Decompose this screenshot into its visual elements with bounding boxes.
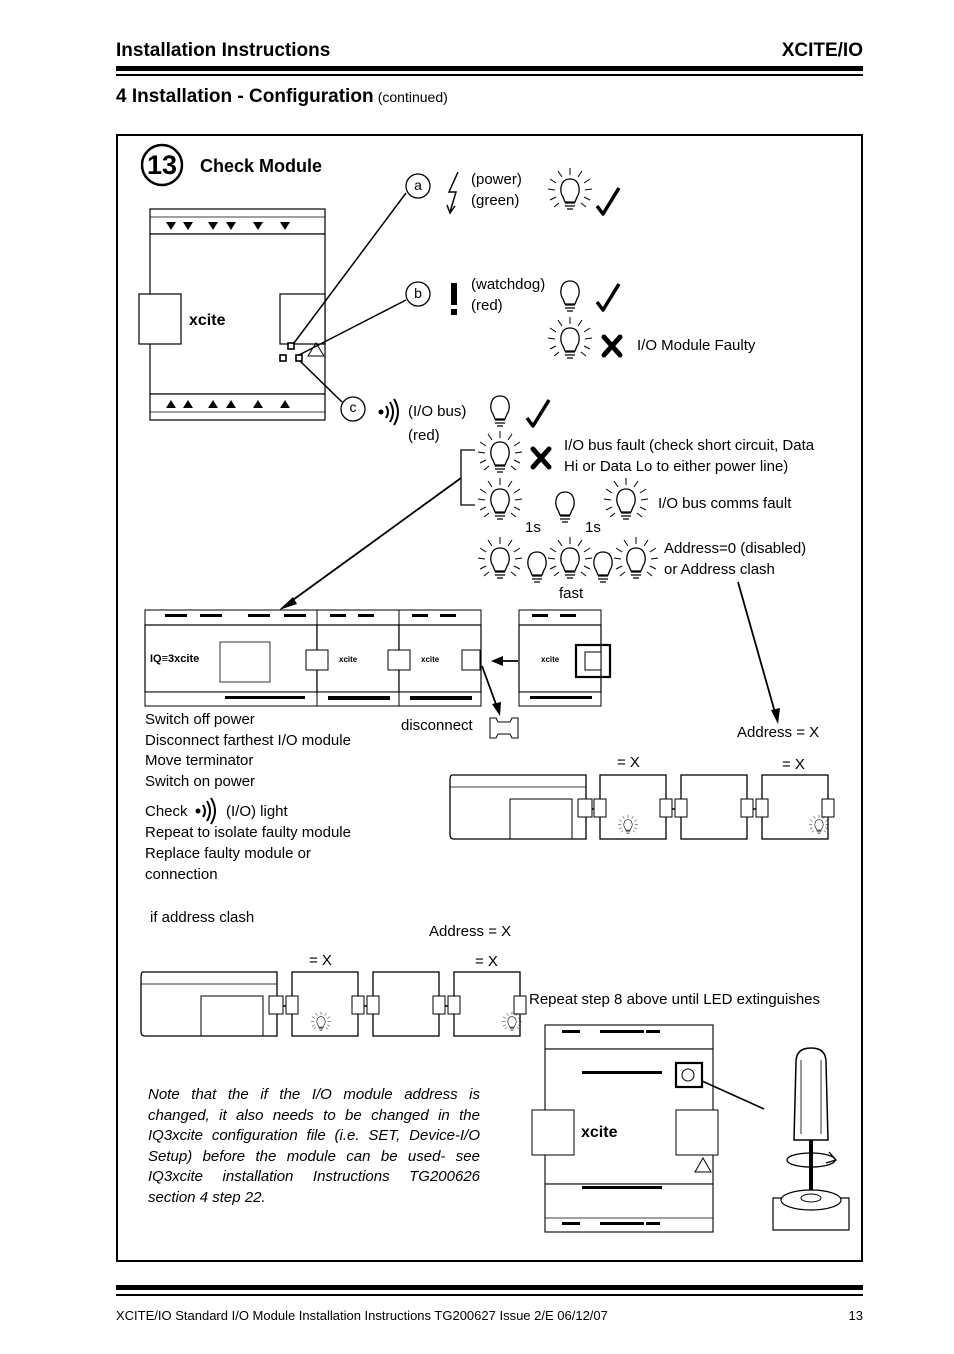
address-mark: = X	[475, 953, 498, 970]
tick-icon	[595, 186, 621, 216]
header-product: XCITE/IO	[781, 40, 863, 61]
lit-bulb-icon	[548, 317, 592, 358]
tick-icon	[595, 282, 621, 312]
footer-text: XCITE/IO Standard I/O Module Installatio…	[116, 1308, 608, 1323]
module-drawing	[138, 208, 326, 421]
address-equals-x: Address = X	[737, 724, 820, 741]
check-light-label: (I/O) light	[226, 803, 288, 820]
callout-b: b	[414, 285, 422, 301]
watchdog-colour: (red)	[471, 297, 503, 314]
page-number: 13	[848, 1308, 863, 1323]
iobus-comms-fault: I/O bus comms fault	[658, 495, 792, 512]
footer-rule-thin	[116, 1294, 863, 1296]
procedure-line: Repeat to isolate faulty module	[145, 824, 351, 841]
lightning-icon	[446, 171, 459, 215]
power-colour: (green)	[471, 192, 520, 209]
signal-icon	[377, 398, 399, 426]
procedure-line: Move terminator	[145, 752, 254, 769]
lit-bulb-icon	[548, 537, 592, 578]
header-title: Installation Instructions	[116, 40, 331, 61]
module-logo: xcite	[581, 1124, 618, 1141]
iobus-colour: (red)	[408, 427, 440, 444]
lit-bulb-icon	[614, 537, 658, 578]
exclamation-icon	[451, 283, 457, 305]
module-faulty-label: I/O Module Faulty	[637, 337, 756, 354]
tick-icon	[525, 398, 551, 428]
step-frame	[116, 134, 863, 1262]
cross-icon	[604, 337, 620, 355]
iobus-label: (I/O bus)	[408, 403, 467, 420]
address-equals-x: Address = X	[429, 923, 512, 940]
module-chain-1	[449, 774, 835, 840]
procedure-line: Switch off power	[145, 711, 255, 728]
repeat-step-label: Repeat step 8 above until LED extinguish…	[529, 991, 821, 1008]
controller-logo: IQ≡3xcite	[150, 653, 200, 665]
module-logo: xcite	[189, 312, 226, 329]
bulb-icon	[593, 551, 613, 583]
if-address-clash: if address clash	[150, 909, 255, 926]
procedure-line: connection	[145, 866, 218, 883]
address-zero-line1: Address=0 (disabled)	[664, 540, 807, 557]
module-logo-small: xcite	[421, 655, 440, 664]
lit-bulb-icon	[478, 537, 522, 578]
bulb-icon	[527, 551, 547, 583]
disconnect-label: disconnect	[401, 717, 473, 734]
bulb-icon	[490, 395, 510, 427]
address-zero-line2: or Address clash	[664, 561, 775, 578]
screwdriver-icon	[772, 1047, 850, 1231]
timing-1s: 1s	[525, 519, 541, 536]
procedure-line: Switch on power	[145, 773, 256, 790]
step-number-circle	[140, 143, 184, 187]
procedure-line: Disconnect farthest I/O module	[145, 732, 351, 749]
address-mark: = X	[617, 754, 640, 771]
signal-icon	[194, 797, 216, 825]
module-logo-small: xcite	[541, 655, 560, 664]
address-module	[531, 1024, 719, 1233]
iobus-fault-line1: I/O bus fault (check short circuit, Data	[564, 437, 815, 454]
header-rule	[116, 66, 863, 71]
watchdog-label: (watchdog)	[471, 276, 546, 293]
module-chain-2	[140, 971, 527, 1037]
module-row	[144, 609, 612, 707]
lit-bulb-icon	[478, 431, 522, 472]
lit-bulb-icon	[548, 168, 592, 209]
iobus-fault-line2: Hi or Data Lo to either power line)	[564, 458, 789, 475]
step-title: Check Module	[200, 156, 323, 176]
procedure-line: Replace faulty module or	[145, 845, 311, 862]
callout-a: a	[414, 177, 422, 193]
step-number: 13	[146, 150, 178, 180]
cross-icon	[533, 449, 549, 467]
bulb-icon	[555, 491, 575, 523]
lit-bulb-icon	[604, 478, 648, 519]
power-label: (power)	[471, 171, 522, 188]
timing-1s: 1s	[585, 519, 601, 536]
address-mark: = X	[309, 952, 332, 969]
check-label: Check	[145, 803, 188, 820]
address-change-note: Note that the if the I/O module address …	[148, 1086, 480, 1206]
lit-bulb-icon	[478, 478, 522, 519]
module-logo-small: xcite	[339, 655, 358, 664]
section-heading: 4 Installation - Configuration (continue…	[116, 86, 448, 107]
address-mark: = X	[782, 756, 805, 773]
footer-rule	[116, 1285, 863, 1290]
bulb-icon	[560, 280, 580, 312]
fast-label: fast	[559, 585, 584, 602]
callout-c: c	[349, 399, 357, 415]
header-rule-thin	[116, 74, 863, 76]
